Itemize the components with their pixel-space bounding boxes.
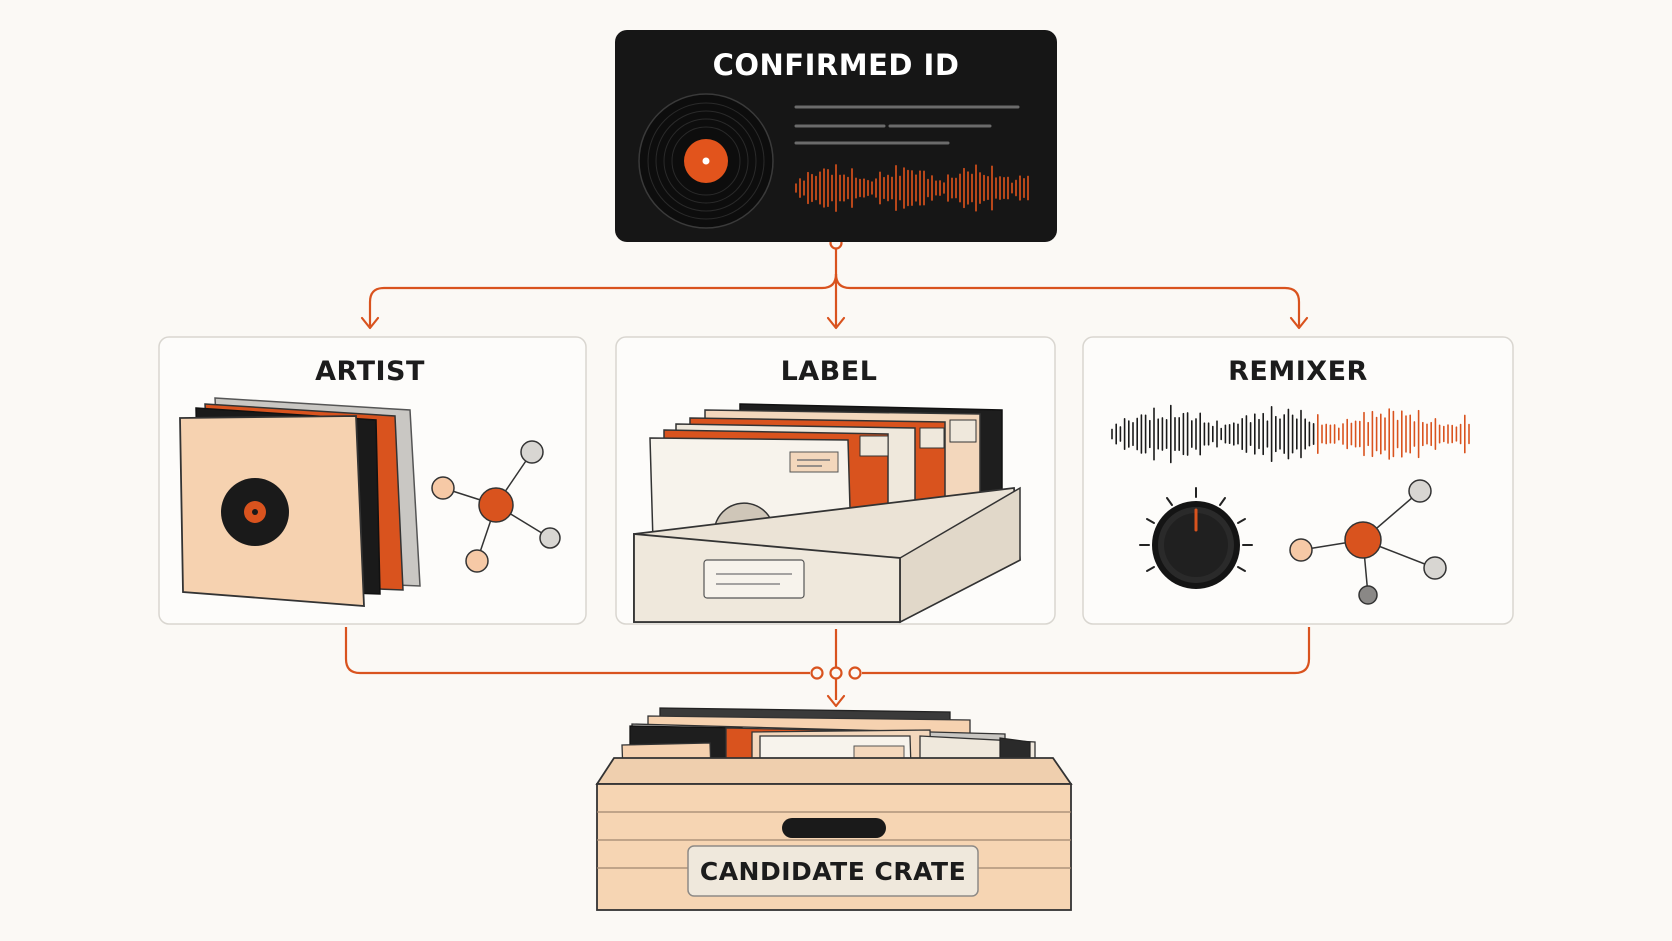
- connector-branch-remixer: [834, 273, 1301, 326]
- metadata-lines: [794, 105, 1020, 145]
- remixer-panel: REMIXER: [1082, 336, 1514, 625]
- remixer-panel-title: REMIXER: [1228, 356, 1368, 387]
- arrowhead-remixer: [1289, 316, 1309, 330]
- candidate-crate: CANDIDATE CRATE: [595, 707, 1073, 911]
- record-sleeves-icon: [179, 397, 421, 607]
- node-merge-right: [848, 666, 862, 680]
- connector-arrowheads: [360, 316, 1309, 708]
- label-panel: LABEL: [615, 336, 1056, 625]
- confirmed-id-card: CONFIRMED ID: [615, 30, 1057, 242]
- connector-merge-artist: [344, 627, 810, 675]
- connector-branch-artist: [368, 273, 838, 326]
- confirmed-id-title: CONFIRMED ID: [713, 48, 960, 82]
- waveform-icon-remixer: [1111, 404, 1470, 464]
- network-graph-icon-remixer: [1289, 479, 1447, 605]
- network-graph-icon-artist: [431, 440, 561, 573]
- vinyl-record-icon: [638, 93, 774, 229]
- arrowhead-artist: [360, 316, 380, 330]
- candidate-crate-title: CANDIDATE CRATE: [700, 857, 966, 886]
- crate-box: CANDIDATE CRATE: [595, 757, 1073, 911]
- arrowhead-crate: [826, 694, 846, 708]
- artist-panel: ARTIST: [158, 336, 587, 625]
- arrowhead-label: [826, 316, 846, 330]
- label-panel-title: LABEL: [781, 356, 878, 387]
- connector-lines: [344, 248, 1311, 700]
- waveform-icon-confirmed: [795, 164, 1029, 212]
- node-merge-center: [829, 666, 843, 680]
- artist-panel-title: ARTIST: [315, 356, 425, 387]
- connector-merge-remixer: [862, 627, 1311, 675]
- knob-icon: [1139, 487, 1253, 589]
- label-filing-box-icon: [633, 403, 1021, 624]
- node-merge-left: [810, 666, 824, 680]
